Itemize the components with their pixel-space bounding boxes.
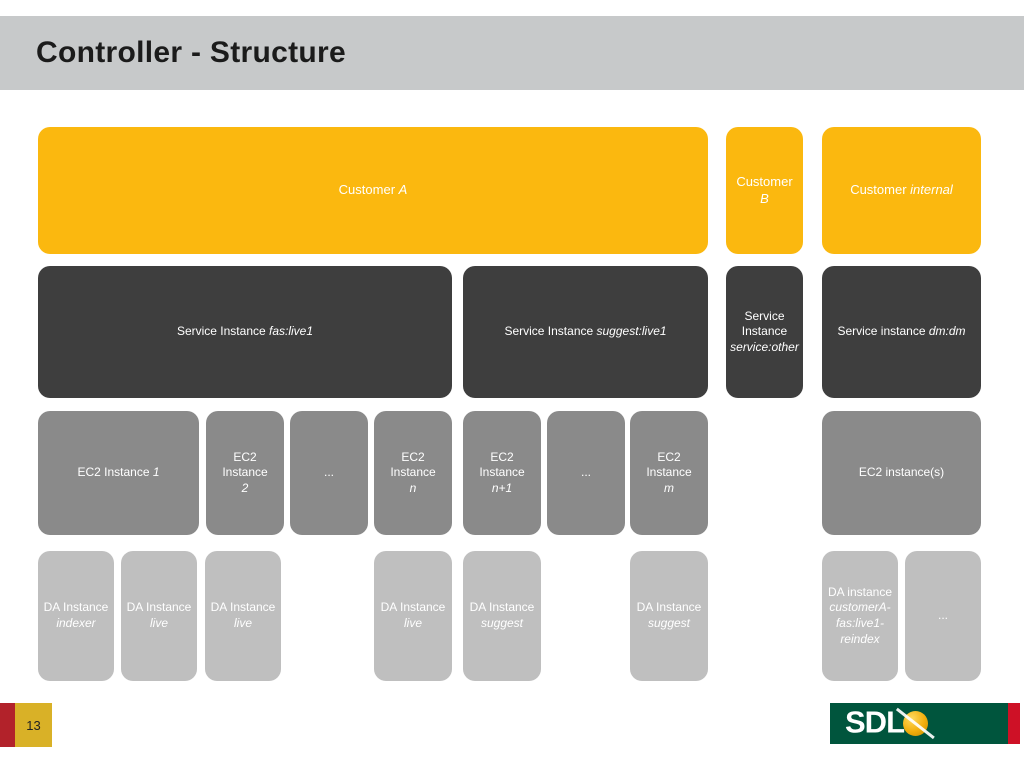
slide-header: Controller - Structure bbox=[0, 16, 1024, 90]
slide-title: Controller - Structure bbox=[36, 36, 346, 69]
box-service-instance-fas-live1-label: Service Instance fas:live1 bbox=[176, 324, 314, 339]
box-ec2-instances-label: EC2 instance(s) bbox=[858, 465, 945, 480]
box-ec2-ellipsis-right: ... bbox=[547, 411, 625, 535]
box-service-instance-dm-dm: Service instance dm:dm bbox=[822, 266, 981, 398]
box-ec2-instances: EC2 instance(s) bbox=[822, 411, 981, 535]
box-customer-a-label: Customer A bbox=[338, 182, 408, 198]
box-customer-internal: Customer internal bbox=[822, 127, 981, 254]
box-customer-internal-label: Customer internal bbox=[850, 182, 953, 198]
box-service-instance-suggest-live1: Service Instance suggest:live1 bbox=[463, 266, 708, 398]
logo-red-strip bbox=[1008, 703, 1020, 744]
box-service-instance-fas-live1: Service Instance fas:live1 bbox=[38, 266, 452, 398]
box-da-ellipsis: ... bbox=[905, 551, 981, 681]
footer-red-block bbox=[0, 703, 15, 747]
box-customer-a: Customer A bbox=[38, 127, 708, 254]
box-ec2-instance-1: EC2 Instance 1 bbox=[38, 411, 199, 535]
page-number: 13 bbox=[26, 717, 41, 733]
box-da-ellipsis-label: ... bbox=[937, 608, 948, 623]
sdl-logo-text: SDL bbox=[845, 704, 905, 740]
box-ec2-ellipsis-right-label: ... bbox=[580, 465, 591, 480]
box-ec2-instance-1-label: EC2 Instance 1 bbox=[77, 465, 160, 480]
box-ec2-ellipsis-left: ... bbox=[290, 411, 368, 535]
sdl-logo: SDL bbox=[830, 703, 1010, 744]
box-ec2-ellipsis-left-label: ... bbox=[323, 465, 334, 480]
box-service-instance-suggest-live1-label: Service Instance suggest:live1 bbox=[504, 324, 667, 339]
page-number-badge: 13 bbox=[15, 703, 52, 747]
box-service-instance-dm-dm-label: Service instance dm:dm bbox=[837, 324, 966, 339]
